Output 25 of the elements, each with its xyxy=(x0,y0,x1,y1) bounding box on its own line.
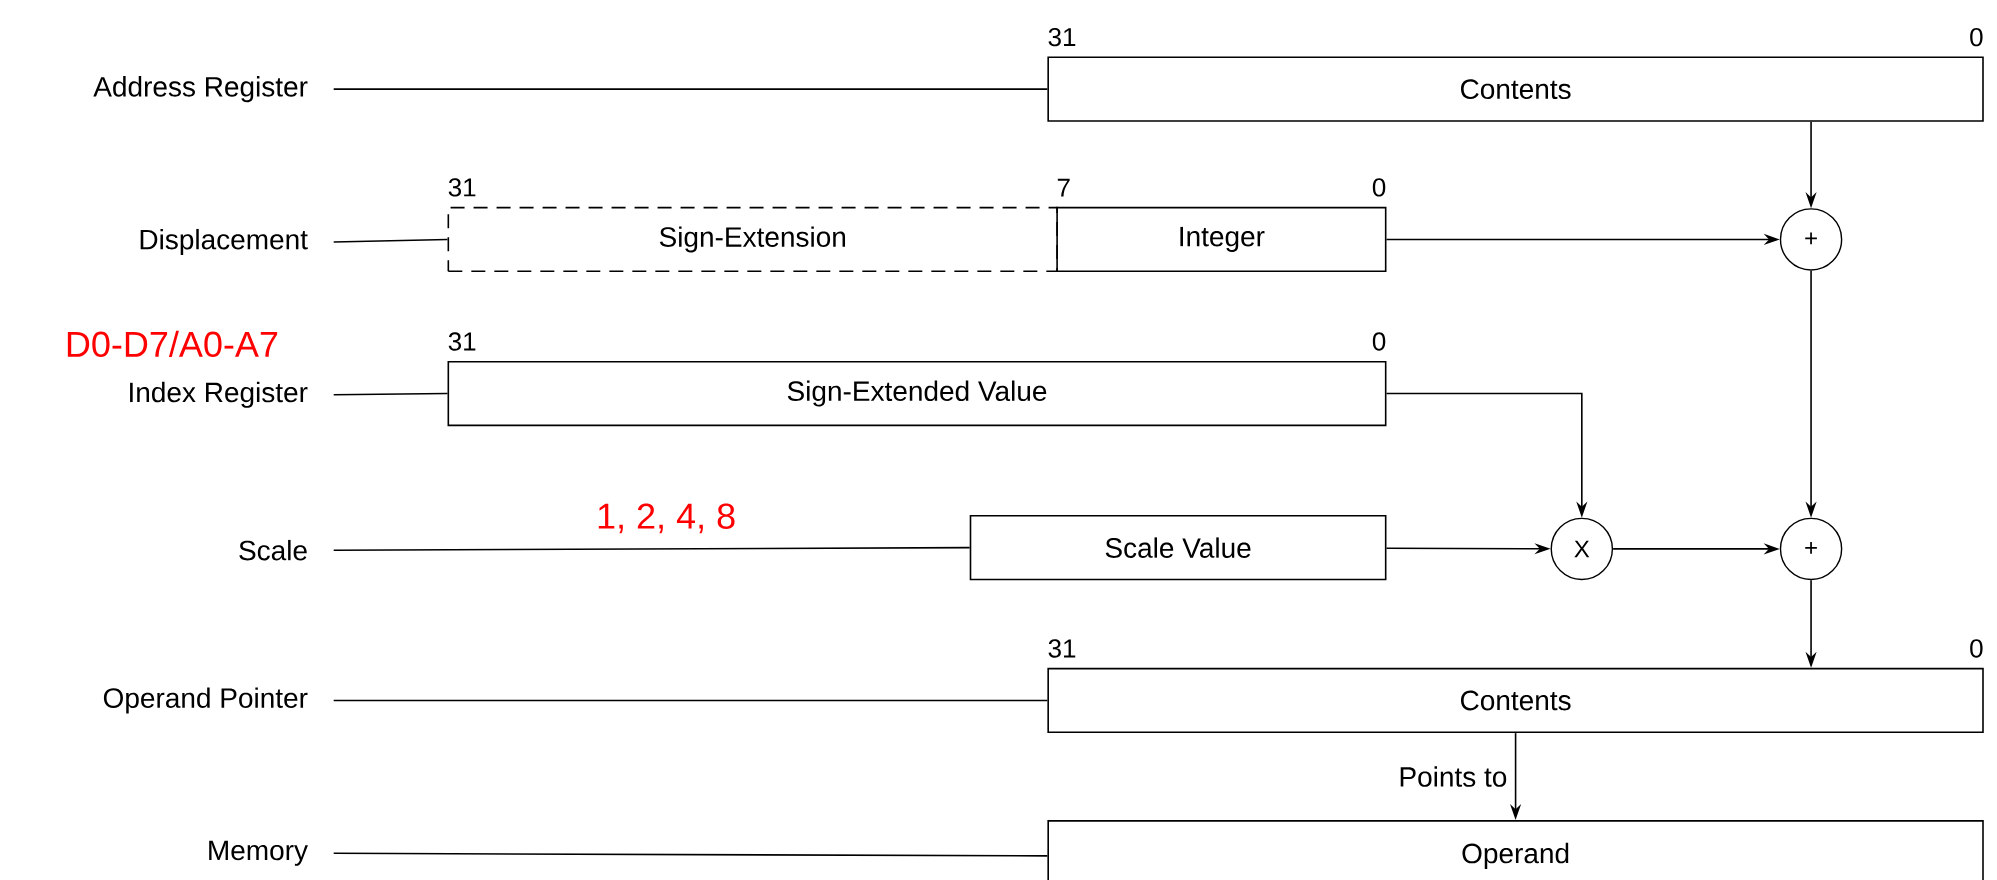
bit-number: 0 xyxy=(1970,639,1983,658)
register-field-box: Contents xyxy=(1047,667,1984,734)
bit-number: 31 xyxy=(448,178,476,197)
row-label: Address Register xyxy=(93,76,308,103)
bit-number: 0 xyxy=(1372,178,1386,197)
row-label: Memory xyxy=(209,840,308,866)
bit-number: 31 xyxy=(1048,639,1076,658)
annotation: D0-D7/A0-A7 xyxy=(67,330,278,358)
row-label: Displacement xyxy=(140,228,308,255)
edge-label: Points to xyxy=(1396,764,1510,789)
register-field-box: Scale Value xyxy=(969,515,1387,581)
register-field-box: Integer xyxy=(1056,206,1387,273)
register-field-box: Sign-Extension xyxy=(447,206,1058,273)
row-label: Index Register xyxy=(130,381,308,408)
bit-number: 0 xyxy=(1970,27,1983,47)
bit-number: 7 xyxy=(1057,178,1070,197)
bit-number: 31 xyxy=(448,332,476,351)
row-label: Scale xyxy=(239,539,307,561)
register-field-box: Sign-Extended Value xyxy=(447,360,1387,427)
row-label: Operand Pointer xyxy=(103,687,308,714)
bit-number: 31 xyxy=(1048,27,1076,47)
bit-number: 0 xyxy=(1372,332,1386,351)
register-field-box: Contents xyxy=(1047,56,1984,122)
register-field-box: Operand xyxy=(1047,820,1984,880)
annotation: 1, 2, 4, 8 xyxy=(598,503,735,534)
